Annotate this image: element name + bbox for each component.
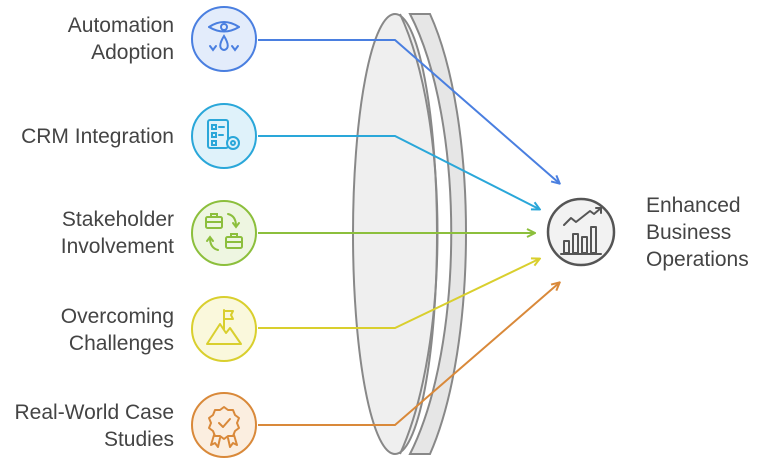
document-gear-icon — [207, 119, 240, 150]
label-line: Adoption — [91, 41, 174, 64]
award-badge-icon — [208, 406, 240, 448]
input-node-automation-adoption — [191, 6, 257, 72]
label-enhanced-business-operations: Enhanced Business Operations — [646, 192, 749, 273]
input-node-overcoming-challenges — [191, 296, 257, 362]
label-line: Overcoming — [60, 305, 174, 328]
label-automation-adoption: Automation Adoption — [68, 12, 174, 66]
label-stakeholder-involvement: Stakeholder Involvement — [61, 206, 174, 260]
input-node-real-world-case-studies — [191, 392, 257, 458]
lens-back-rim — [408, 13, 467, 455]
connectors — [258, 39, 559, 426]
label-line: Stakeholder — [61, 208, 174, 231]
label-line: Enhanced — [646, 194, 741, 217]
input-node-stakeholder-involvement — [191, 200, 257, 266]
label-overcoming-challenges: Overcoming Challenges — [61, 303, 174, 357]
label-line: Challenges — [68, 332, 174, 355]
label-line: Automation — [67, 14, 174, 37]
label-crm-integration: CRM Integration — [21, 123, 174, 150]
label-line: Studies — [103, 428, 174, 451]
label-line: CRM Integration — [21, 125, 174, 148]
input-node-crm-integration — [191, 103, 257, 169]
label-line: Operations — [646, 248, 749, 271]
connector-real-world-case-studies — [258, 283, 559, 426]
growth-chart-icon — [560, 207, 602, 255]
briefcase-exchange-icon — [205, 213, 243, 251]
connector-overcoming-challenges — [258, 259, 539, 329]
label-line: Business — [646, 221, 732, 244]
label-line: Involvement — [60, 235, 174, 258]
label-line: Real-World Case — [14, 401, 175, 424]
output-node-enhanced-business-operations — [546, 197, 616, 267]
connector-crm-integration — [258, 135, 539, 209]
connector-automation-adoption — [258, 39, 559, 183]
label-real-world-case-studies: Real-World Case Studies — [15, 399, 175, 453]
eye-drop-icon — [208, 21, 240, 52]
mountain-flag-icon — [206, 309, 242, 345]
